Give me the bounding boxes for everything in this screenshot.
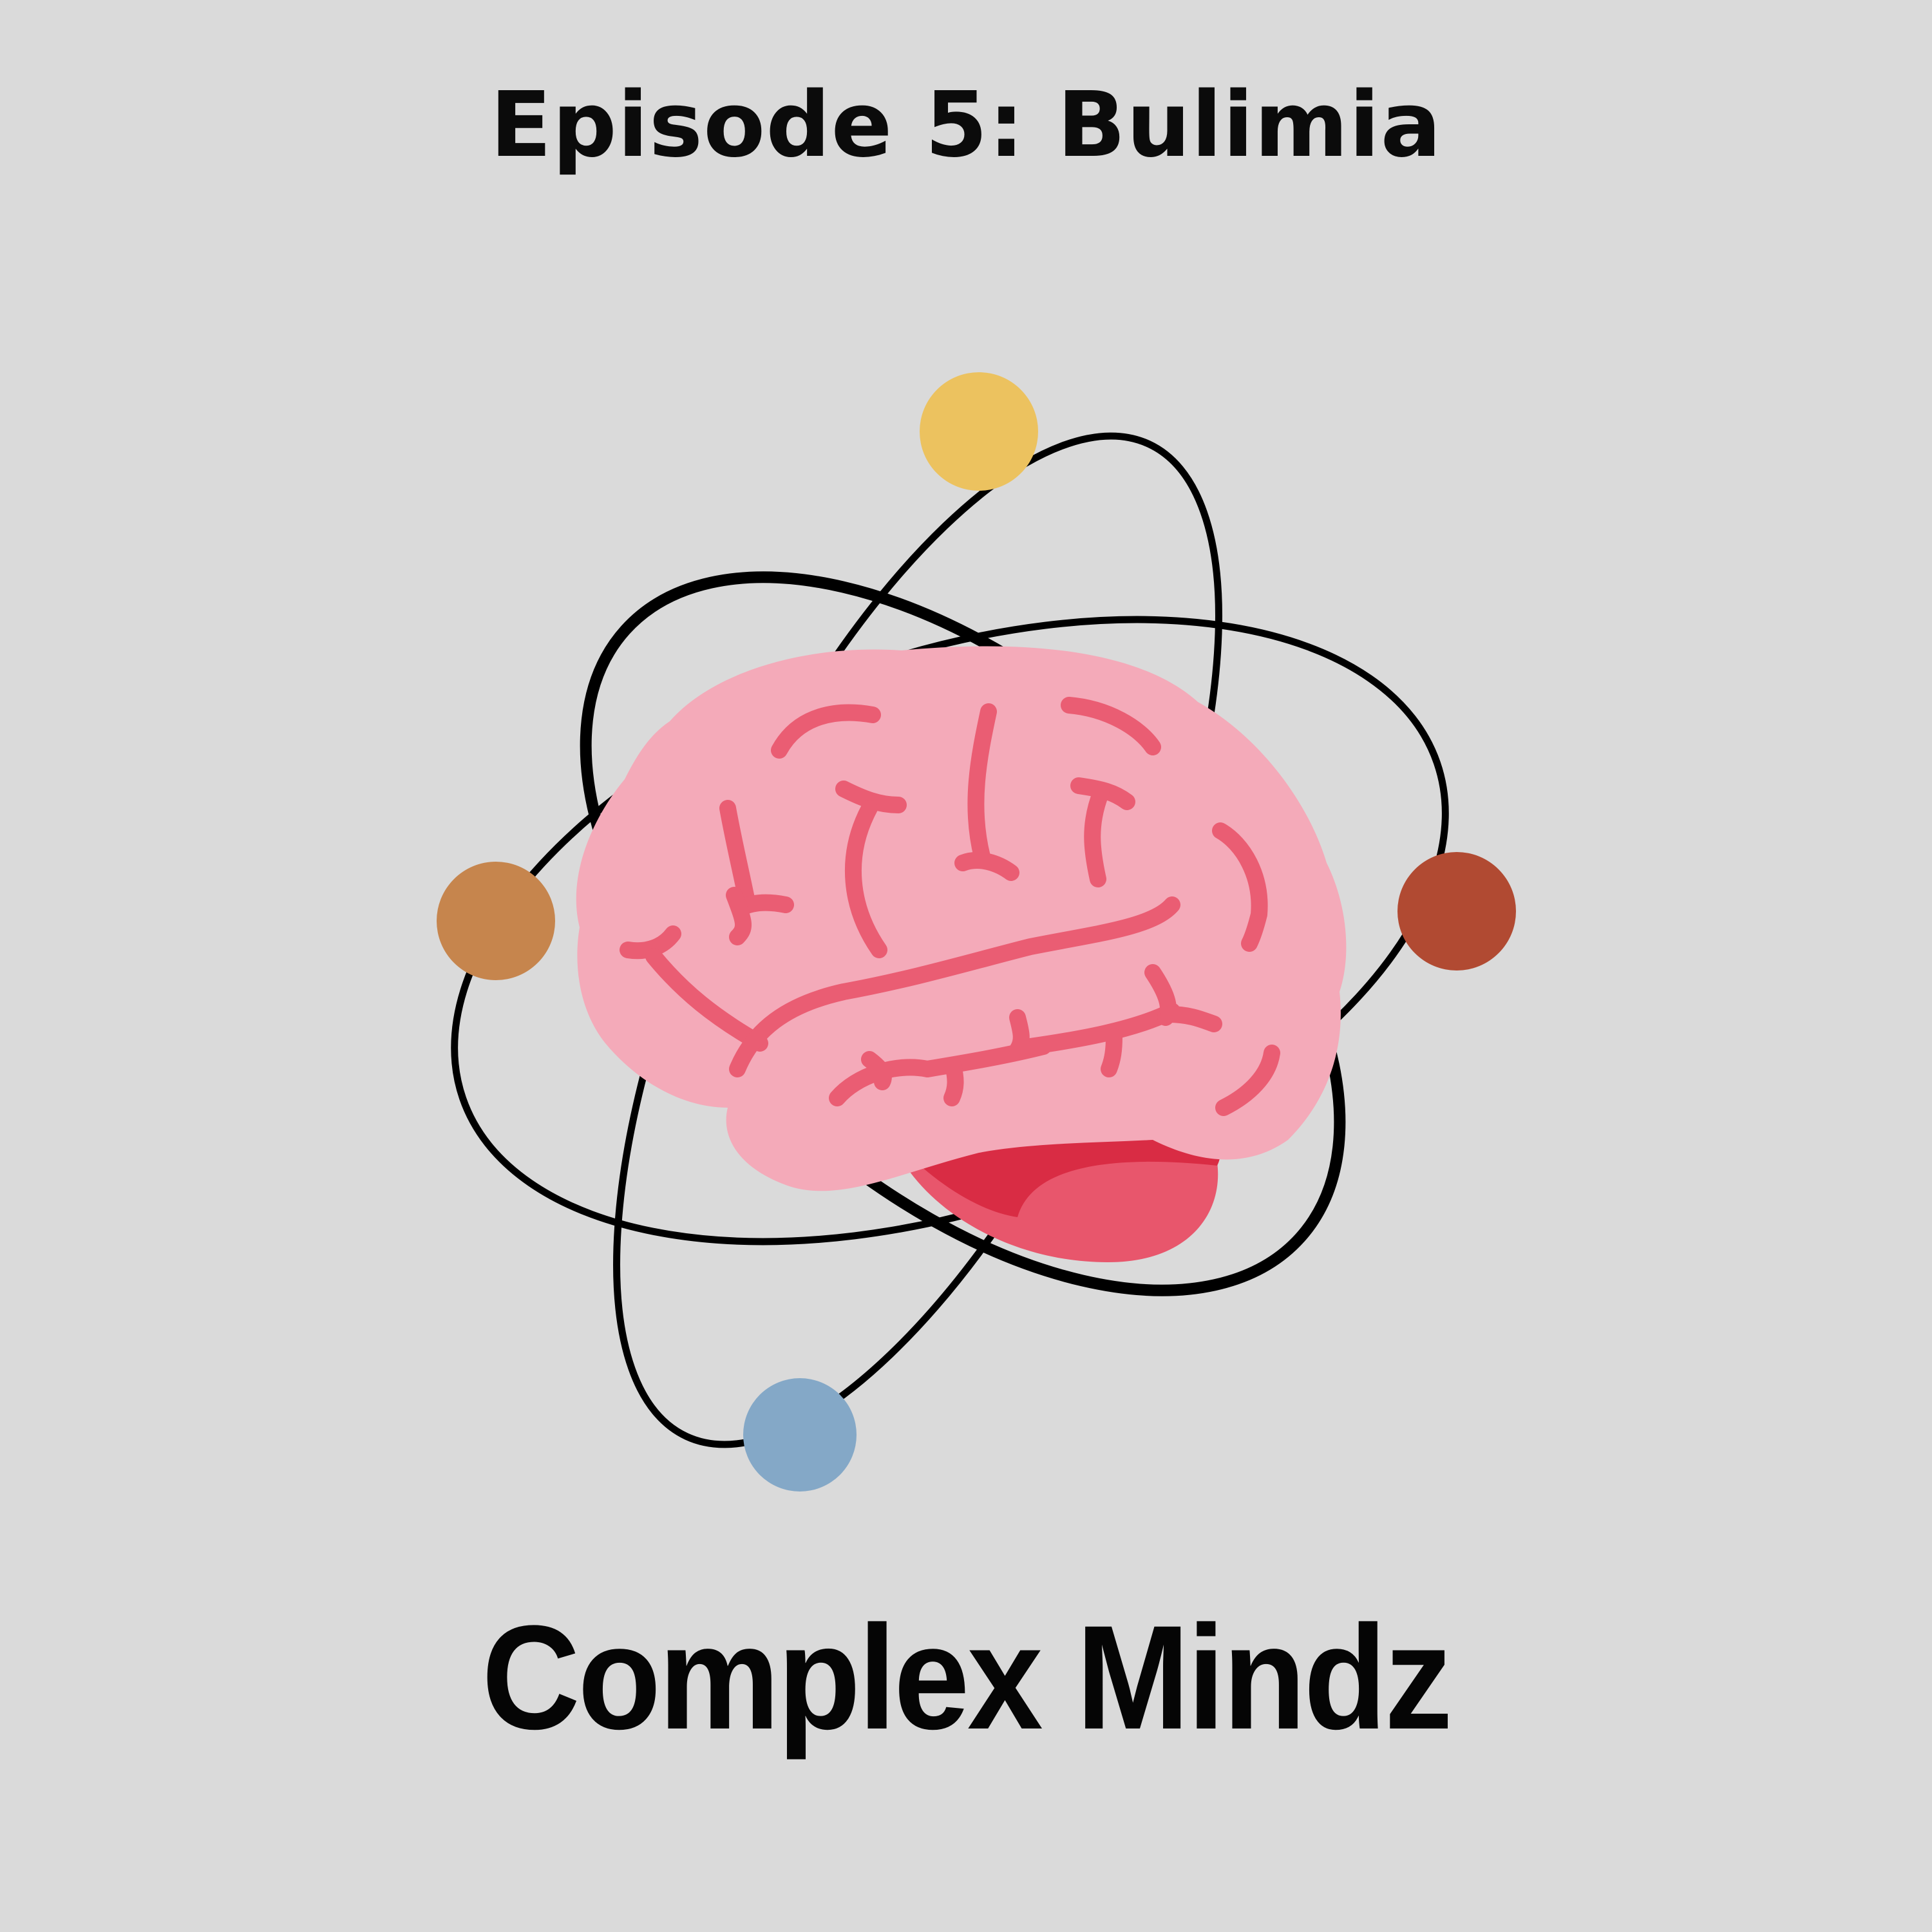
electron-yellow <box>920 372 1038 491</box>
episode-title: Episode 5: Bulimia <box>489 73 1443 178</box>
brain-folds <box>620 697 1280 1116</box>
electron-orange <box>437 862 555 980</box>
brain-cortex <box>576 646 1347 1191</box>
brain-icon <box>576 646 1347 1262</box>
electron-red <box>1397 852 1516 971</box>
show-title: Complex Mindz <box>482 1595 1453 1760</box>
electron-blue <box>743 1378 857 1492</box>
electrons <box>437 372 1516 1492</box>
